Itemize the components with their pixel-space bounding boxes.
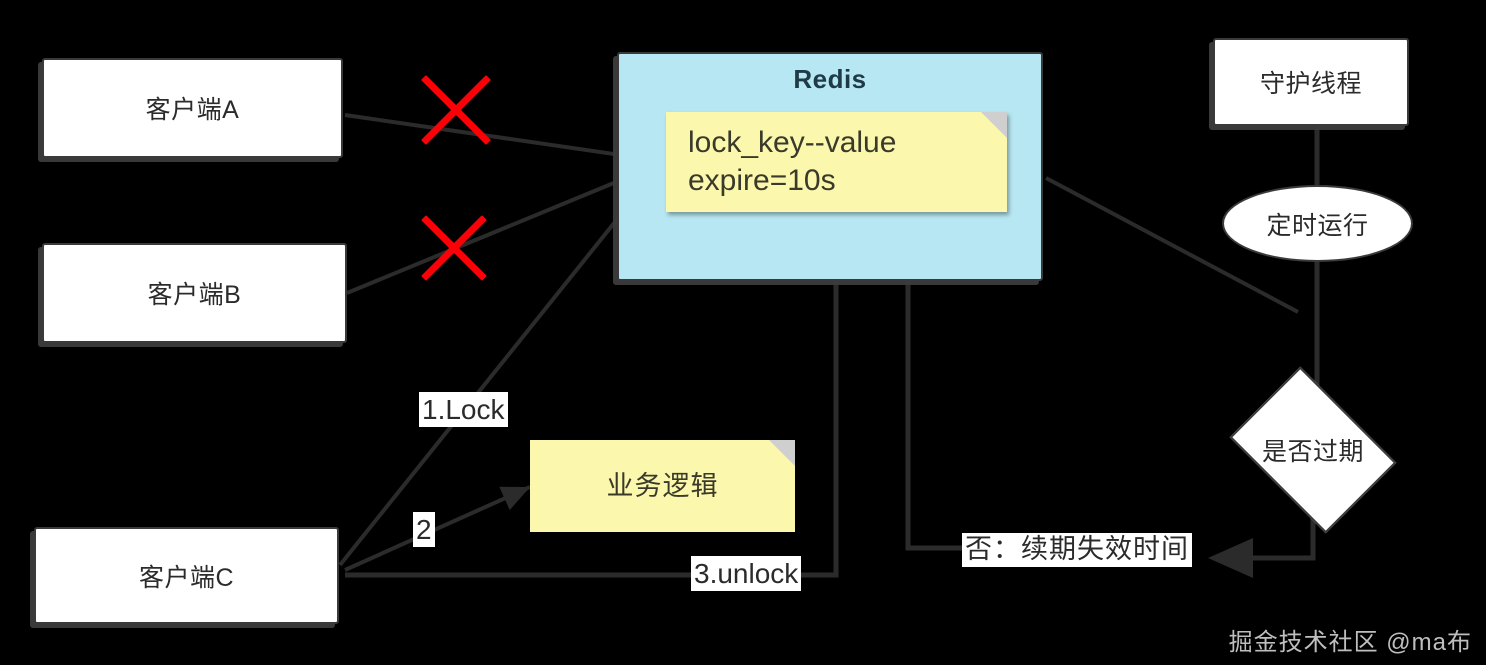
red-x-client-a-icon-inner: [410, 64, 502, 156]
schedule-label: 定时运行: [1266, 211, 1369, 240]
label-1-lock: 1.Lock: [419, 392, 508, 428]
expired-decision-label: 是否过期: [1261, 438, 1364, 466]
edge-client-b-to-redis: [346, 163, 659, 295]
lock-key-line: lock_key--value: [688, 125, 897, 159]
business-logic-note: 业务逻辑: [530, 440, 795, 532]
schedule-ellipse[interactable]: 定时运行: [1222, 185, 1413, 262]
daemon-thread-label: 守护线程: [1259, 70, 1362, 98]
edge-decision-no: [1208, 500, 1316, 578]
label-3-unlock: 3.unlock: [691, 556, 802, 592]
edge-client-a-to-redis: [344, 113, 659, 172]
redis-lock-note: lock_key--value expire=10s: [666, 112, 1007, 212]
edge-unlock-to-redis: [345, 208, 856, 578]
expired-decision-diamond[interactable]: 是否过期: [1229, 366, 1397, 534]
red-x-client-b-icon: [411, 193, 497, 303]
edge-client-c-lock: [338, 168, 658, 567]
edge-client-c-to-business: [344, 485, 531, 572]
client-c-label: 客户端C: [138, 563, 235, 592]
daemon-thread-box[interactable]: 守护线程: [1213, 38, 1409, 126]
redis-title: Redis: [793, 64, 867, 94]
business-logic-label: 业务逻辑: [606, 470, 719, 501]
label-2-business: 2: [413, 512, 435, 548]
label-renew-no: 否：续期失效时间: [962, 533, 1192, 567]
edge-renew-to-redis: [888, 208, 968, 551]
client-b-box[interactable]: 客户端B: [42, 243, 347, 343]
watermark: 掘金技术社区 @ma布: [1228, 629, 1472, 656]
client-b-label: 客户端B: [147, 281, 242, 309]
client-c-box[interactable]: 客户端C: [34, 527, 339, 624]
edge-redis-to-daemon: [1045, 176, 1299, 314]
client-a-box[interactable]: 客户端A: [42, 58, 343, 158]
client-a-label: 客户端A: [145, 96, 240, 124]
note-fold-icon: [769, 440, 795, 466]
expire-line: expire=10s: [688, 164, 836, 197]
